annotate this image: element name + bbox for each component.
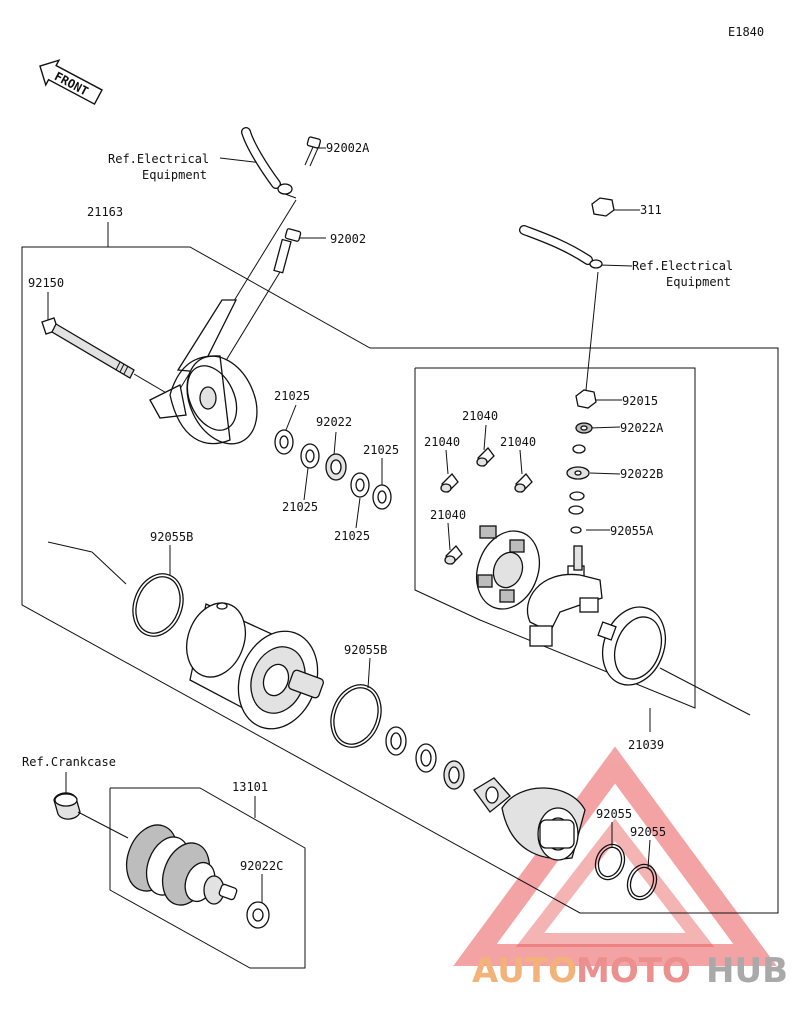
callout-labels: 92002A 92002 21163 92150 21025 92022 210…	[28, 141, 666, 873]
rear-cover	[149, 299, 258, 445]
ref-electrical-right-line2: Equipment	[666, 275, 731, 289]
brush-springs-21040	[440, 447, 533, 565]
front-arrow-icon: FRONT	[39, 59, 103, 106]
callout-21040-a: 21040	[462, 409, 498, 423]
callout-92055-a: 92055	[596, 807, 632, 821]
diagram-code: E1840	[728, 25, 764, 39]
o-ring-92055B-right	[330, 684, 382, 748]
watermark-logo	[453, 746, 777, 966]
wire-lead-right	[519, 225, 603, 269]
ref-electrical-left-line2: Equipment	[142, 168, 207, 182]
callout-21040-c: 21040	[500, 435, 536, 449]
watermark-word-3: HUB	[706, 951, 788, 991]
callout-21039: 21039	[628, 738, 664, 752]
watermark-text: AUTO MOTO HUB	[472, 951, 788, 991]
callout-92150: 92150	[28, 276, 64, 290]
brush-cover-ring	[597, 606, 666, 686]
callout-21163: 21163	[87, 205, 123, 219]
collar-axis-line	[77, 811, 129, 839]
group-outline-21163	[21, 222, 779, 914]
yoke-assembly	[186, 602, 324, 730]
shim-stack-upper	[274, 429, 392, 510]
callout-92055B-a: 92055B	[150, 530, 193, 544]
o-ring-92055B-left	[132, 573, 184, 637]
terminal-stack	[566, 389, 597, 534]
front-cover	[501, 787, 586, 861]
callout-21025-b: 21025	[282, 500, 318, 514]
ref-electrical-left-line1: Ref.Electrical	[108, 152, 209, 166]
brush-plate	[476, 525, 540, 610]
o-ring-92055-pair	[594, 843, 658, 901]
callout-21025-d: 21025	[334, 529, 370, 543]
callout-21025-a: 21025	[274, 389, 310, 403]
callout-92055A: 92055A	[610, 524, 654, 538]
callout-92055-b: 92055	[630, 825, 666, 839]
watermark-word-2: MOTO	[576, 951, 691, 991]
brush-holder	[526, 545, 603, 647]
wire-lead-left	[241, 127, 297, 199]
armature-assembly	[125, 824, 238, 906]
long-bolt-92150	[41, 317, 176, 399]
terminal-axis-line	[585, 271, 599, 391]
callout-21025-c: 21025	[363, 443, 399, 457]
callout-92002A: 92002A	[326, 141, 370, 155]
washer-stack-lower	[385, 726, 511, 813]
bolt-92002	[273, 228, 302, 274]
watermark-word-1: AUTO	[472, 951, 577, 991]
callout-311: 311	[640, 203, 662, 217]
reference-labels: Ref.Electrical Equipment Ref.Electrical …	[22, 152, 733, 769]
nut-311	[591, 197, 615, 217]
callout-21040-b: 21040	[424, 435, 460, 449]
callout-13101: 13101	[232, 780, 268, 794]
callout-92022C: 92022C	[240, 859, 283, 873]
washer-92022C	[246, 901, 270, 929]
collar-crankcase	[53, 792, 81, 820]
callout-92055B-b: 92055B	[344, 643, 387, 657]
callout-92022A: 92022A	[620, 421, 664, 435]
callout-92002: 92002	[330, 232, 366, 246]
callout-92022: 92022	[316, 415, 352, 429]
callout-92015: 92015	[622, 394, 658, 408]
group-outline-21039	[414, 367, 696, 732]
bolt-92002A	[304, 136, 322, 167]
ref-crankcase: Ref.Crankcase	[22, 755, 116, 769]
callout-21040-d: 21040	[430, 508, 466, 522]
ref-electrical-right-line1: Ref.Electrical	[632, 259, 733, 273]
callout-92022B: 92022B	[620, 467, 663, 481]
group-outline-13101	[109, 787, 306, 969]
leader-lines	[47, 147, 751, 905]
